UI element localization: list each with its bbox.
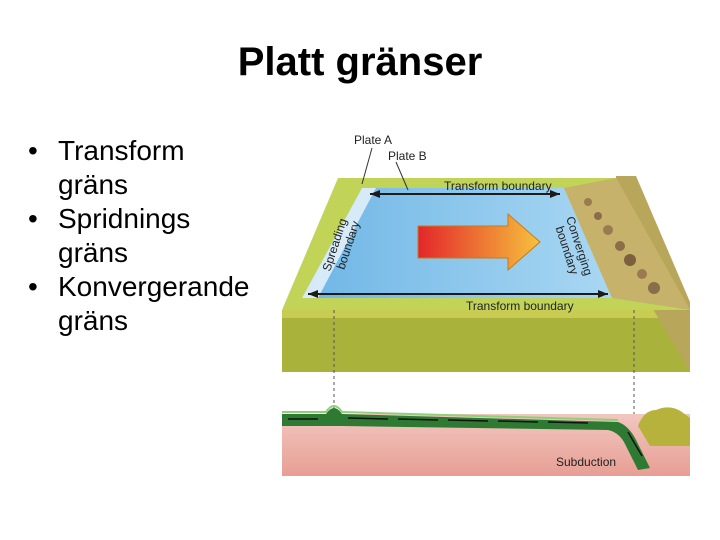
bullet-list: • Transform gräns • Spridnings gräns • K… — [28, 134, 288, 338]
bullet-text: gräns — [58, 169, 129, 200]
mountain-range — [584, 198, 660, 294]
bullet-item-converging: • Konvergerande gräns — [28, 270, 288, 338]
bullet-dot: • — [28, 135, 38, 166]
bullet-text: Transform — [58, 135, 185, 166]
transform-boundary-bottom — [308, 290, 608, 298]
bullet-text: gräns — [58, 237, 129, 268]
transform-boundary-top-label: Transform boundary — [444, 179, 552, 193]
transform-boundary-top — [370, 190, 560, 198]
bullet-item-spreading: • Spridnings gräns — [28, 202, 288, 270]
bullet-dot: • — [28, 271, 38, 302]
plate-boundary-diagram: Plate A Plate B Transform boundary Trans… — [278, 126, 720, 486]
cross-section — [282, 405, 690, 476]
plate-a-label: Plate A — [354, 133, 392, 147]
bullet-text: Spridnings — [58, 203, 191, 234]
subduction-label: Subduction — [556, 455, 616, 469]
slide-title: Platt gränser — [237, 40, 483, 84]
plate-b-label: Plate B — [388, 149, 427, 163]
plate-b-pointer — [395, 161, 409, 191]
bullet-text: gräns — [58, 305, 129, 336]
bullet-item-transform: • Transform gräns — [28, 134, 288, 202]
bullet-dot: • — [28, 203, 38, 234]
plate-a-pointer — [361, 147, 373, 185]
bullet-text: Konvergerande — [58, 271, 250, 302]
plate-motion-arrow — [417, 212, 541, 272]
transform-boundary-bottom-label: Transform boundary — [466, 299, 574, 313]
